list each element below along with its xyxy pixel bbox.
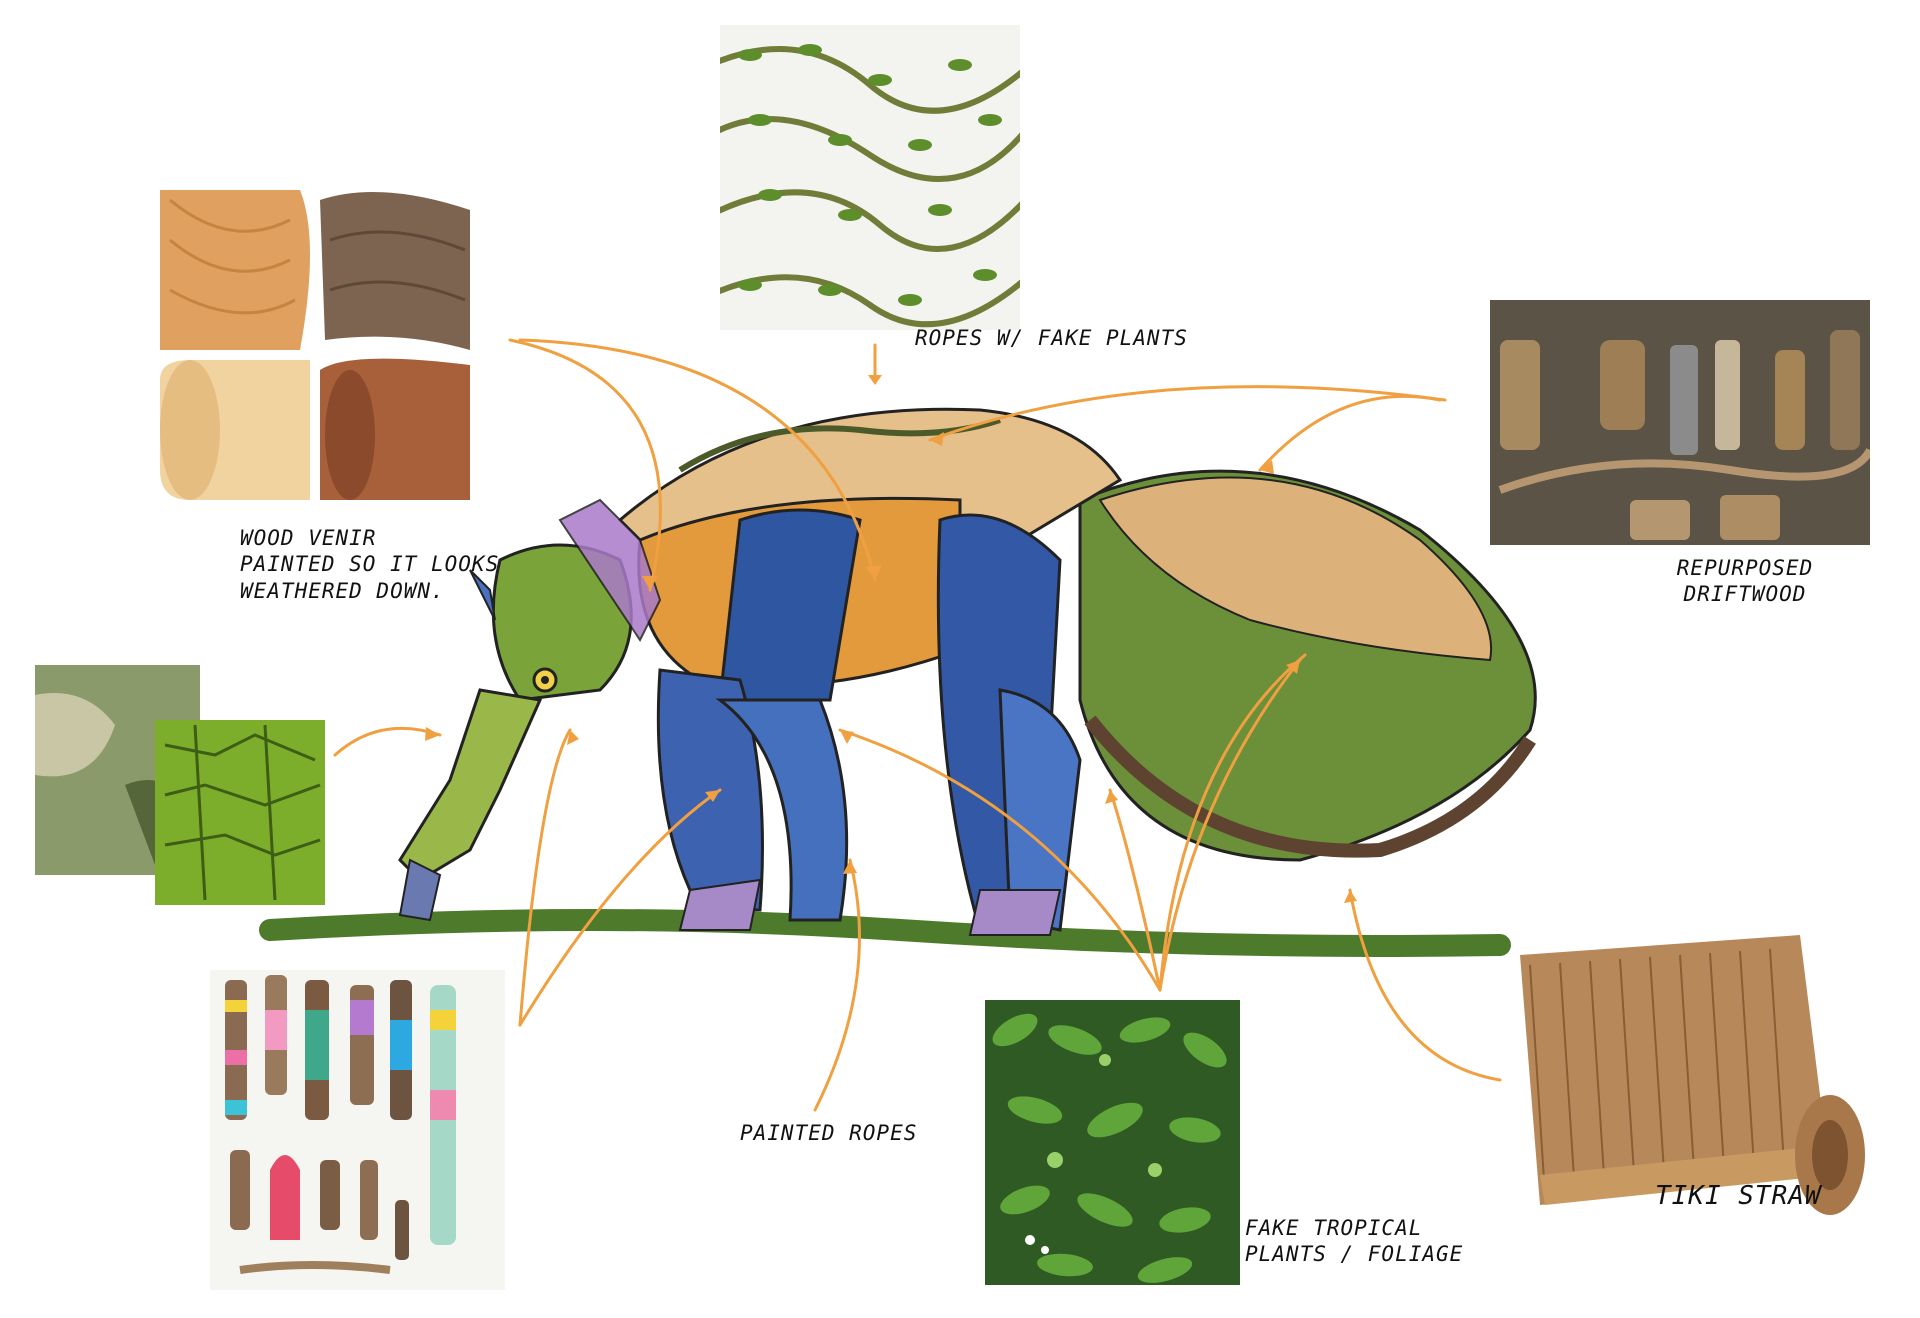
vine-ropes-photo	[720, 25, 1020, 330]
wood-veneer-photo	[150, 180, 480, 510]
label-ropes-fake-plants: Ropes w/ fake plants	[915, 326, 1188, 350]
tropical-foliage-photo	[985, 1000, 1240, 1285]
label-tiki-straw: Tiki Straw	[1655, 1181, 1822, 1211]
label-tropical-foliage: Fake Tropical Plants / Foliage	[1245, 1216, 1464, 1267]
tiki-straw-photo	[1500, 875, 1875, 1240]
label-wood-veneer: Wood venir Painted so it Looks Weathered…	[240, 526, 500, 603]
label-driftwood: Repurposed Driftwood	[1676, 556, 1814, 607]
bark-texture-photo	[35, 665, 325, 905]
label-painted-ropes: Painted Ropes	[740, 1121, 918, 1145]
painted-sticks-photo	[210, 970, 505, 1290]
driftwood-photo	[1490, 300, 1870, 545]
